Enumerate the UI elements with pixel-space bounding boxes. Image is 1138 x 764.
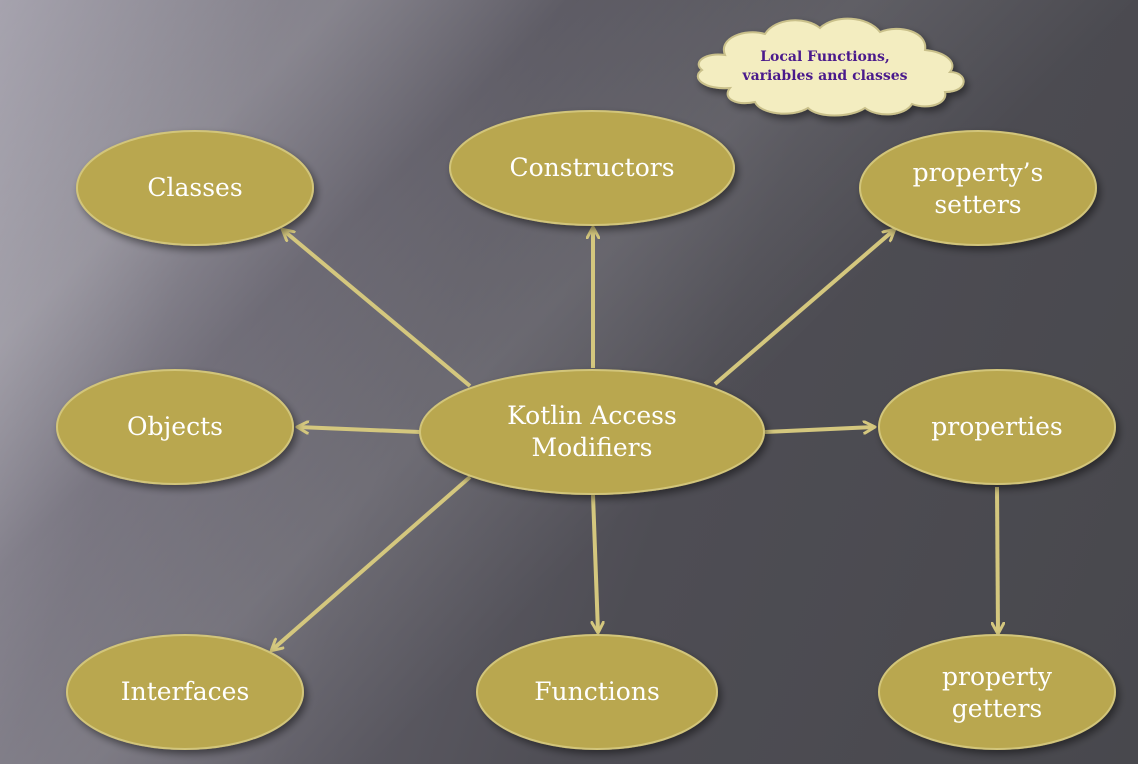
arrow-to-classes [283,230,472,388]
node-interfaces [66,634,304,750]
cloud-callout [696,17,965,117]
label-setters: property’s setters [912,158,1044,219]
label-callout: Local Functions, variables and classes [742,49,908,84]
cloud-shape [696,17,965,117]
node-objects [56,369,294,485]
label-getters: property getters [942,662,1052,723]
node-functions [476,634,718,750]
label-properties: properties [931,412,1063,441]
arrow-to-properties [764,427,874,432]
nodes [56,110,1116,750]
label-objects: Objects [127,412,223,441]
node-properties [878,369,1116,485]
node-setters [859,130,1097,246]
label-interfaces: Interfaces [120,677,250,706]
arrow-to-getters [997,486,998,633]
label-constructors: Constructors [509,153,675,182]
arrow-to-objects [298,427,421,432]
node-classes [76,130,314,246]
node-constructors [449,110,735,226]
label-classes: Classes [147,173,243,202]
label-center: Kotlin Access Modifiers [507,401,677,462]
node-center [419,369,765,495]
node-getters [878,634,1116,750]
arrow-to-interfaces [272,475,472,650]
label-functions: Functions [534,677,660,706]
arrows [272,228,998,650]
arrow-to-functions [593,494,598,632]
arrow-to-setters [713,230,894,386]
